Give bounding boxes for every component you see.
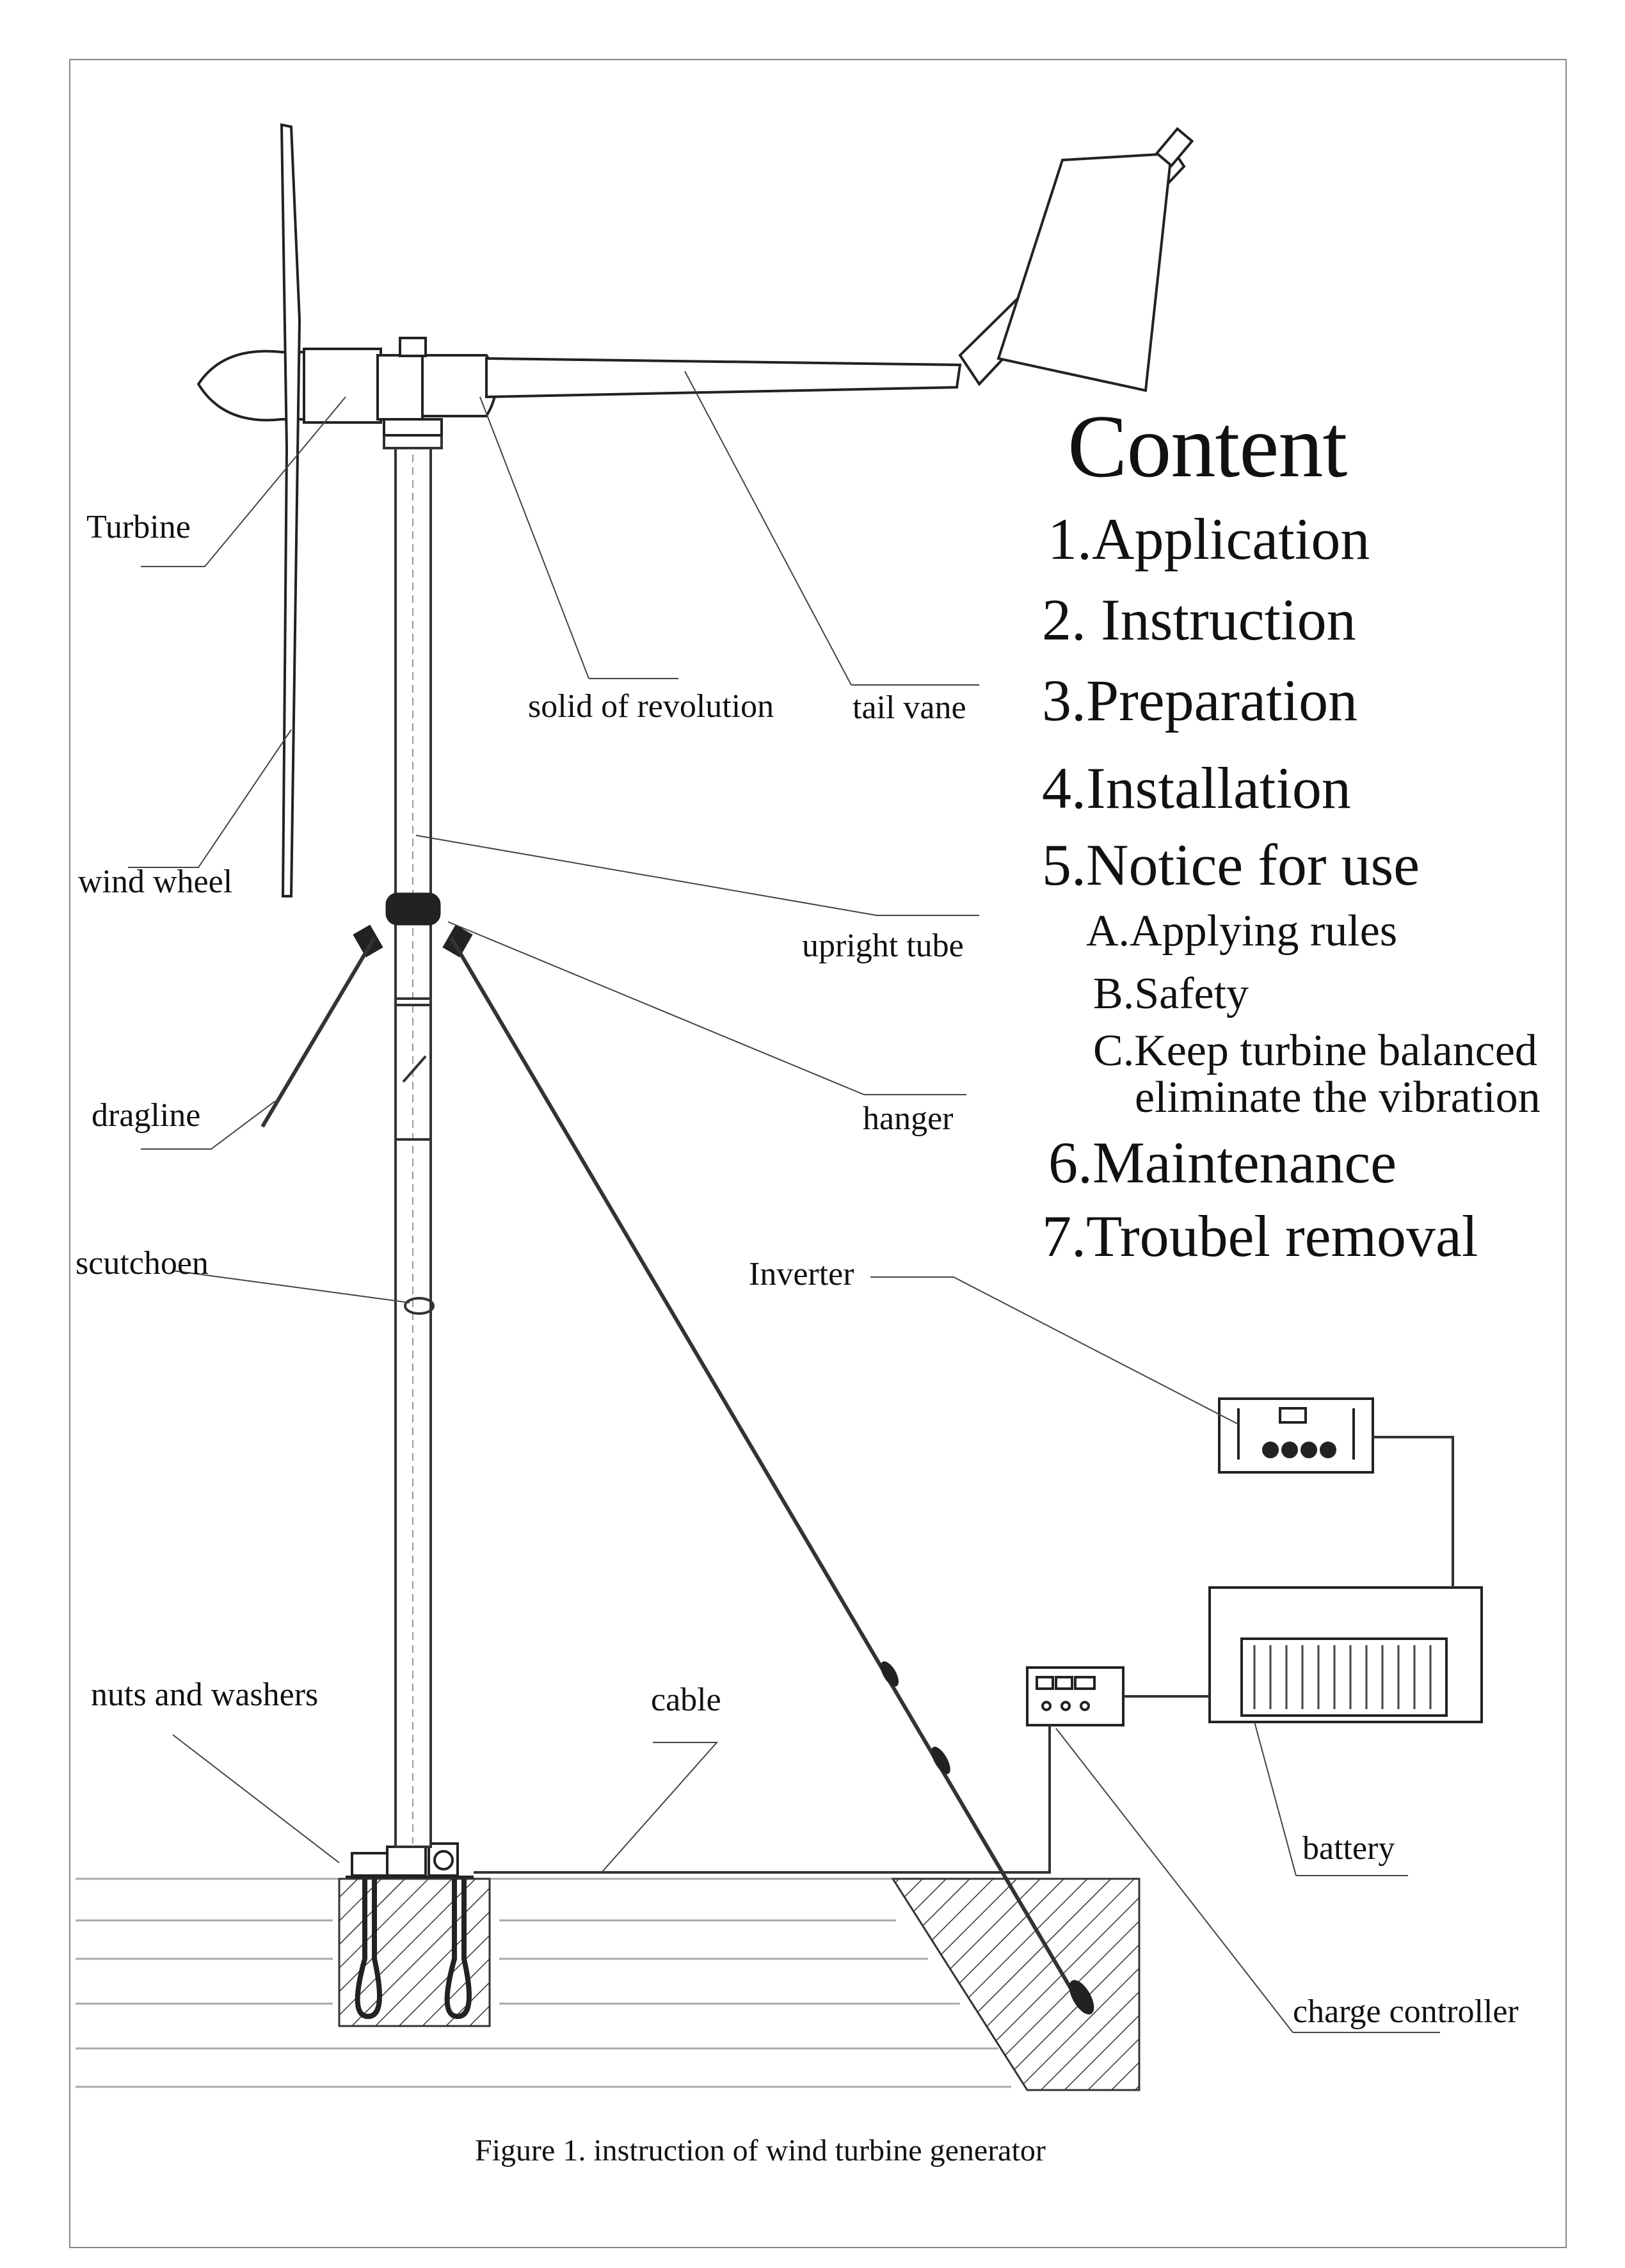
turnbuckle xyxy=(881,1661,1094,2015)
page-frame xyxy=(69,59,1567,2248)
battery-box xyxy=(1208,1586,1483,1723)
leader-lines xyxy=(128,371,1440,2033)
content-subitem: C.Keep turbine balanced xyxy=(1093,1026,1537,1075)
hanger xyxy=(353,892,473,958)
label-dragline: dragline xyxy=(92,1097,201,1134)
inverter-box xyxy=(1218,1397,1374,1474)
generator xyxy=(196,337,497,437)
content-item: 2. Instruction xyxy=(1042,587,1356,652)
draglines xyxy=(260,937,1084,2008)
content-item: 6.Maintenance xyxy=(1048,1130,1397,1195)
label-battery: battery xyxy=(1302,1830,1395,1867)
label-wind-wheel: wind wheel xyxy=(78,864,233,900)
wind-wheel-blade xyxy=(280,123,301,897)
label-solid-of-revolution: solid of revolution xyxy=(528,688,774,725)
content-item: 5.Notice for use xyxy=(1042,832,1420,897)
label-cable: cable xyxy=(651,1682,721,1718)
label-upright-tube: upright tube xyxy=(802,928,964,964)
upright-tube xyxy=(383,434,443,1848)
anchor-foundation xyxy=(891,1878,1141,2091)
label-nuts-and-washers: nuts and washers xyxy=(91,1677,319,1713)
charge-controller-box xyxy=(1026,1666,1125,1726)
label-scutchoen: scutchoen xyxy=(76,1245,209,1282)
foundation-anchors xyxy=(355,1879,472,2020)
label-hanger: hanger xyxy=(863,1100,954,1137)
content-subitem: B.Safety xyxy=(1093,969,1249,1018)
wiring xyxy=(474,1436,1454,1874)
label-tail-vane: tail vane xyxy=(853,689,966,726)
content-subitem: A.Applying rules xyxy=(1086,906,1398,956)
tail-vane xyxy=(485,127,1194,399)
label-inverter: Inverter xyxy=(749,1256,854,1292)
content-item: 7.Troubel removal xyxy=(1042,1203,1478,1269)
content-title: Content xyxy=(1068,397,1347,496)
figure-caption: Figure 1. instruction of wind turbine ge… xyxy=(475,2134,1046,2167)
tower-base xyxy=(346,1842,474,1878)
content-item: 1.Application xyxy=(1048,506,1370,572)
content-item: 4.Installation xyxy=(1042,755,1351,821)
content-item: 3.Preparation xyxy=(1042,668,1358,733)
content-subitem: eliminate the vibration xyxy=(1135,1073,1541,1122)
label-charge-controller: charge controller xyxy=(1293,1993,1519,2030)
label-turbine: Turbine xyxy=(86,509,191,545)
